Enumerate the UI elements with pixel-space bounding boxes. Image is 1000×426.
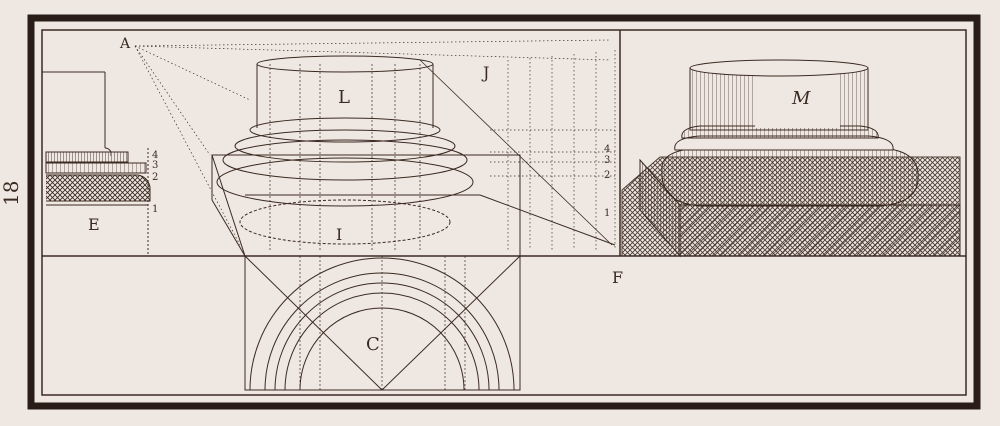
vanishing-rays — [134, 39, 611, 246]
label-l: L — [338, 87, 350, 108]
profile-number-labels: 4 3 2 1 — [152, 150, 158, 215]
page-number: 18 — [0, 181, 23, 206]
label-f: F — [612, 268, 623, 287]
svg-text:2: 2 — [152, 172, 158, 183]
ground-plan — [244, 255, 521, 391]
inner-frame — [41, 29, 967, 396]
svg-text:3: 3 — [152, 160, 158, 171]
scale-number-labels: 4 3 2 1 — [604, 144, 610, 219]
height-scale-grid — [490, 50, 616, 250]
label-i: I — [336, 225, 342, 244]
label-j: J — [481, 63, 489, 82]
transparent-column — [216, 55, 474, 250]
svg-text:1: 1 — [604, 208, 610, 219]
svg-text:4: 4 — [152, 150, 158, 161]
svg-text:4: 4 — [604, 144, 610, 155]
outer-frame — [27, 14, 981, 410]
label-e: E — [88, 215, 100, 234]
svg-text:1: 1 — [152, 204, 158, 215]
label-m: M — [791, 88, 811, 109]
label-a: A — [119, 36, 131, 52]
svg-text:2: 2 — [604, 170, 610, 181]
column-base-render — [661, 59, 919, 207]
svg-text:3: 3 — [604, 155, 610, 166]
base-profile — [42, 71, 151, 256]
label-c: C — [366, 334, 380, 355]
